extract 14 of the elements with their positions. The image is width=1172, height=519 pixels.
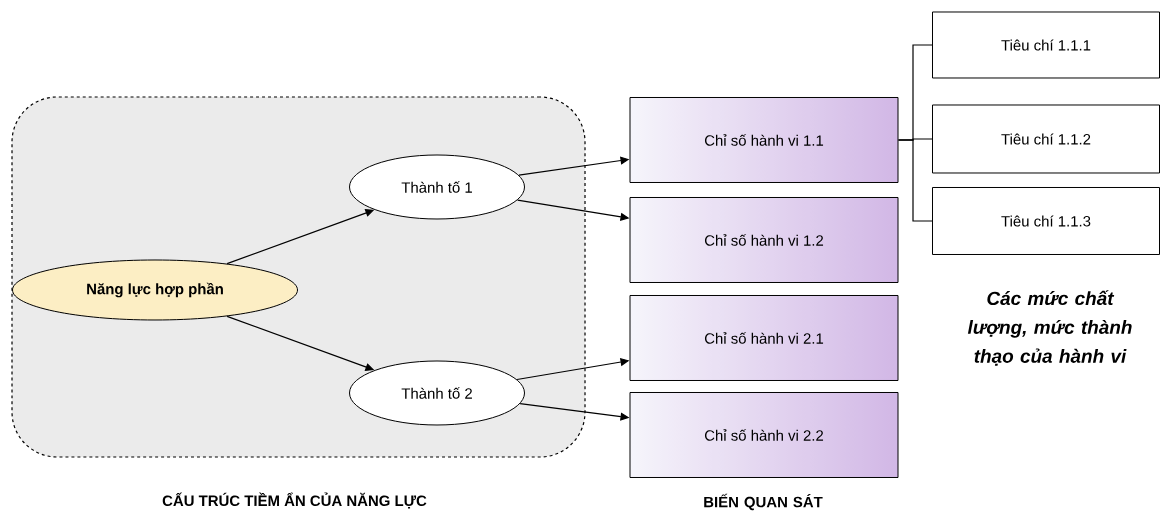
caption-text: Các mức chất lượng, mức thành thạo của hành vi: [967, 290, 1132, 366]
criterion-box: Tiêu chí 1.1.3: [932, 187, 1160, 255]
ellipse-node: Thành tố 2: [349, 360, 525, 426]
ellipse-node: Năng lực hợp phần: [12, 259, 298, 321]
connector-line: [897, 139, 933, 222]
indicator-box: Chỉ số hành vi 1.2: [629, 197, 899, 283]
criterion-box: Tiêu chí 1.1.1: [932, 11, 1160, 79]
criterion-box: Tiêu chí 1.1.2: [932, 104, 1160, 174]
section-heading: BIẾN QUAN SÁT: [704, 493, 823, 511]
indicator-box: Chỉ số hành vi 1.1: [629, 97, 899, 183]
indicator-box: Chỉ số hành vi 2.2: [629, 392, 899, 478]
ellipse-node: Thành tố 1: [349, 154, 525, 220]
node-label: CẤU TRÚC TIỀM ẨN CỦA NĂNG LỰC: [162, 492, 427, 509]
indicator-box: Chỉ số hành vi 2.1: [629, 295, 899, 381]
